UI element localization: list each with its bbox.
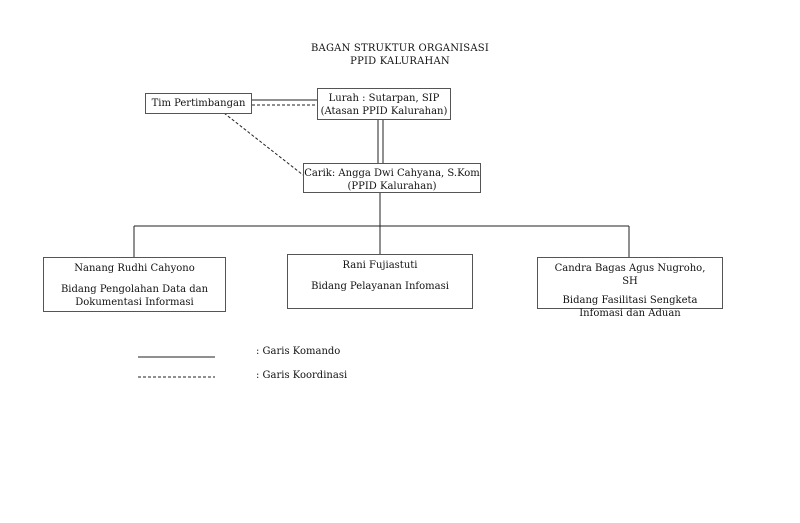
nanang-name: Nanang Rudhi Cahyono <box>74 263 195 274</box>
rani-name: Rani Fujiastuti <box>342 260 418 271</box>
node-lurah: Lurah : Sutarpan, SIP (Atasan PPID Kalur… <box>317 88 451 120</box>
tim-carik-coordination-line <box>223 112 304 176</box>
carik-role: (PPID Kalurahan) <box>347 181 437 192</box>
node-nanang: Nanang Rudhi Cahyono Bidang Pengolahan D… <box>43 257 226 312</box>
legend-koordinasi-label: : Garis Koordinasi <box>256 370 348 381</box>
title-line-1: BAGAN STRUKTUR ORGANISASI <box>311 43 489 54</box>
candra-role: Bidang Fasilitasi Sengketa Infomasi dan … <box>562 295 698 319</box>
diagram-title: BAGAN STRUKTUR ORGANISASI PPID KALURAHAN <box>0 43 800 67</box>
node-carik: Carik: Angga Dwi Cahyana, S.Kom (PPID Ka… <box>303 163 481 193</box>
legend-komando-label: : Garis Komando <box>256 346 341 357</box>
lurah-name: Lurah : Sutarpan, SIP <box>328 93 440 104</box>
carik-name: Carik: Angga Dwi Cahyana, S.Kom <box>304 168 480 179</box>
node-tim-pertimbangan: Tim Pertimbangan <box>145 93 252 114</box>
node-candra: Candra Bagas Agus Nugroho, SH Bidang Fas… <box>537 257 723 319</box>
rani-role: Bidang Pelayanan Infomasi <box>311 281 449 292</box>
node-rani: Rani Fujiastuti Bidang Pelayanan Infomas… <box>287 254 473 309</box>
candra-name: Candra Bagas Agus Nugroho, SH <box>554 263 706 287</box>
title-line-2: PPID KALURAHAN <box>350 56 450 67</box>
lurah-role: (Atasan PPID Kalurahan) <box>320 106 448 117</box>
nanang-role: Bidang Pengolahan Data dan Dokumentasi I… <box>60 284 209 308</box>
tim-label: Tim Pertimbangan <box>151 98 246 109</box>
